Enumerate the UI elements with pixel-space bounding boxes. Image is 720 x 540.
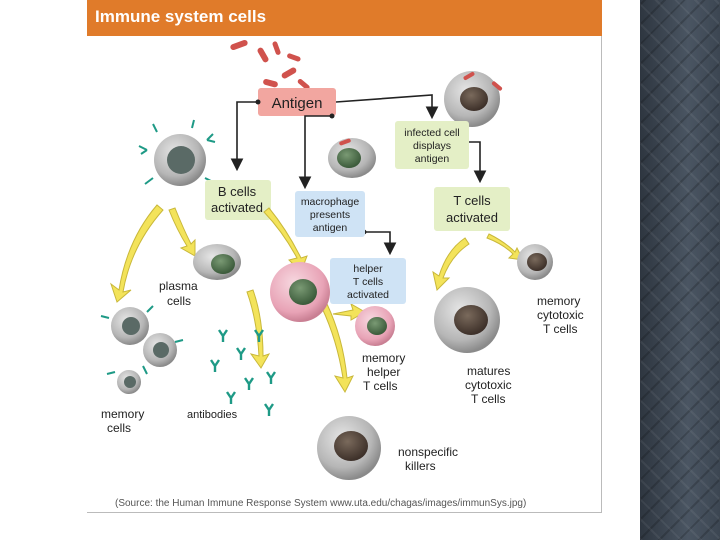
memory-cytotoxic-line3: T cells (543, 322, 577, 336)
antigen-label: Antigen (272, 95, 323, 112)
memory-cells-line1: memory (101, 407, 144, 421)
figure-title: Immune system cells (95, 7, 267, 26)
b-cell (138, 119, 216, 186)
infected-cell-line3: antigen (415, 153, 450, 165)
helper-t-box (330, 258, 406, 304)
matures-cytotoxic-line2: cytotoxic (465, 378, 512, 392)
plasma-cells-line1: plasma (159, 279, 198, 293)
figure-title-bar: Immune system cells (87, 0, 602, 36)
memory-cells-line2: cells (107, 421, 131, 435)
memory-helper-line3: T cells (363, 379, 397, 393)
memory-cytotoxic-line1: memory (537, 294, 580, 308)
infected-cell (444, 71, 503, 127)
memory-helper-cell (355, 306, 395, 346)
nonspecific-killers-line2: killers (405, 459, 436, 473)
helper-t-line3: activated (347, 289, 389, 301)
matures-cytotoxic-line3: T cells (471, 392, 505, 406)
antigen-box (258, 88, 336, 116)
yellow-arrows (110, 204, 524, 394)
nonspecific-killer-cell (317, 416, 381, 480)
macrophage-cell (328, 138, 376, 178)
infected-cell-box (395, 121, 469, 169)
decorative-side-band (640, 0, 720, 540)
b-cells-line2: activated (211, 200, 263, 215)
immune-system-figure: Immune system cells (87, 0, 602, 513)
memory-cytotoxic-cell (517, 244, 553, 280)
macrophage-line3: antigen (313, 222, 348, 234)
t-cells-line1: T cells (453, 193, 491, 208)
b-cells-box (205, 180, 271, 220)
source-citation: (Source: the Human Immune Response Syste… (115, 498, 527, 509)
macrophage-box (295, 191, 365, 237)
b-cells-line1: B cells (218, 184, 257, 199)
plasma-cells-line2: cells (167, 294, 191, 308)
memory-helper-line1: memory (362, 351, 405, 365)
antibodies-group (210, 329, 276, 416)
pink-cell-large (270, 262, 330, 322)
memory-helper-line2: helper (367, 365, 400, 379)
matures-cytotoxic-line1: matures (467, 364, 510, 378)
memory-cells-cluster (100, 305, 184, 394)
t-cells-box (434, 187, 510, 231)
memory-cytotoxic-line2: cytotoxic (537, 308, 584, 322)
diagram-canvas: Antigen infected cell displays antigen (100, 39, 584, 480)
mature-cytotoxic-cell (434, 287, 500, 353)
t-cells-line2: activated (446, 210, 498, 225)
nonspecific-killers-line1: nonspecific (398, 445, 458, 459)
plasma-cell (193, 244, 241, 280)
helper-t-line2: T cells (353, 276, 383, 288)
infected-cell-line2: displays (413, 140, 451, 152)
antibodies-label: antibodies (187, 409, 238, 421)
macrophage-line2: presents (310, 209, 350, 221)
helper-t-line1: helper (353, 263, 383, 275)
infected-cell-line1: infected cell (404, 127, 459, 139)
macrophage-line1: macrophage (301, 196, 360, 208)
